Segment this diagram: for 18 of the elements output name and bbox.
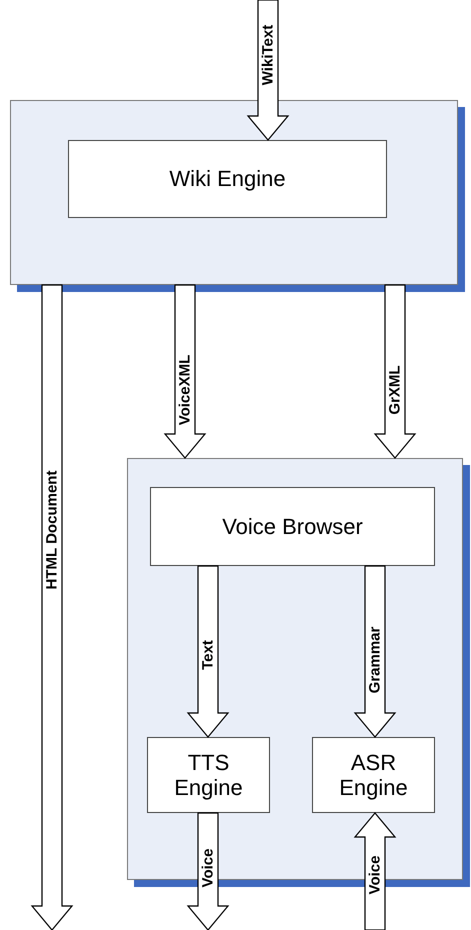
component-label: ASR Engine (338, 750, 409, 800)
edge-label: GrXML (388, 365, 402, 415)
component-label: Wiki Engine (168, 166, 287, 192)
edge-label: Text (200, 640, 216, 670)
block-arrow (30, 284, 74, 930)
block-arrow (186, 565, 230, 738)
edge-label: VoiceXML (178, 354, 192, 426)
component-label: Voice Browser (221, 514, 364, 540)
component-box (312, 737, 435, 813)
component-box (150, 487, 435, 566)
edge-label: Voice (200, 848, 216, 888)
edge-label: Voice (368, 856, 382, 894)
component-box (147, 737, 270, 813)
edge-label: HTML Document (44, 470, 60, 590)
component-box (68, 140, 387, 218)
edge-label: Grammar (368, 626, 382, 694)
component-label: TTS Engine (173, 750, 244, 800)
edge-label: WikiText (260, 24, 276, 86)
